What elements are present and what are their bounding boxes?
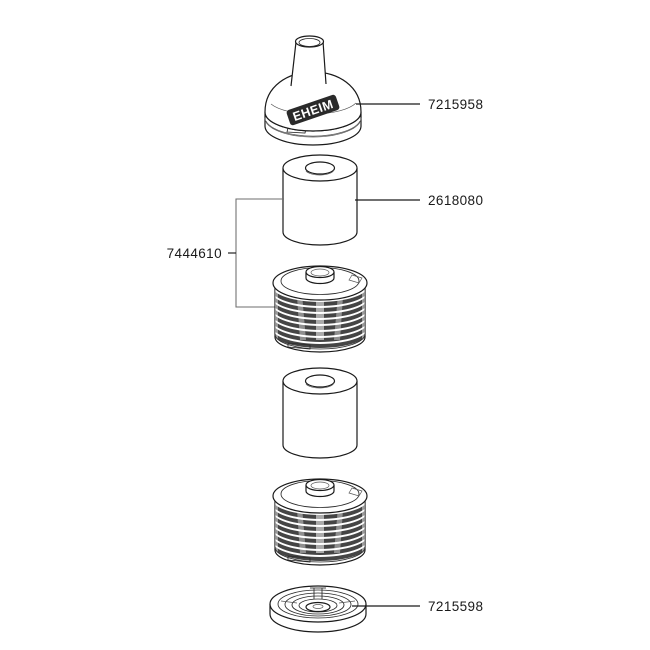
sponge-upper-center-bore bbox=[304, 161, 336, 175]
part-pump-head-cap: EHEIM bbox=[264, 35, 362, 146]
cap-tube-rim-outer bbox=[294, 35, 325, 48]
endcap-radial-rib bbox=[313, 588, 323, 599]
sponge-lower-center-bore bbox=[304, 374, 336, 388]
basket-lower-slot-bands bbox=[275, 496, 365, 561]
sponge-upper-bore-inner bbox=[305, 169, 335, 176]
cap-skirt-groove bbox=[264, 117, 362, 138]
basket-lower-hub-bore bbox=[310, 481, 330, 490]
basket-upper-slot-bands bbox=[275, 283, 365, 348]
part-base-end-cap bbox=[269, 585, 367, 633]
part-number-2618080: 2618080 bbox=[428, 193, 483, 208]
callout-7215958: 7215958 bbox=[356, 97, 483, 112]
part-number-7215958: 7215958 bbox=[428, 97, 483, 112]
basket-lower-bottom-rim bbox=[274, 546, 366, 563]
callout-7215598: 7215598 bbox=[352, 599, 483, 614]
basket-upper-lid-notch bbox=[348, 274, 363, 284]
logo-badge-plate bbox=[286, 94, 340, 126]
endcap-radial-dividers bbox=[280, 600, 356, 604]
part-number-7215598: 7215598 bbox=[428, 599, 483, 614]
endcap-slot-ring-1 bbox=[277, 589, 359, 619]
endcap-slot-ring-2 bbox=[284, 592, 352, 617]
basket-upper-hub-bore bbox=[310, 268, 330, 277]
part-filter-basket-lower bbox=[272, 478, 368, 566]
cap-skirt-groove-2 bbox=[265, 120, 361, 137]
basket-upper-bottom-rim bbox=[274, 333, 366, 350]
callout-2618080: 2618080 bbox=[355, 193, 483, 208]
endcap-center-hole bbox=[312, 604, 324, 609]
endcap-slot-ring-3 bbox=[291, 595, 345, 615]
cap-tube-bore bbox=[298, 38, 321, 47]
basket-lower-lid-notch bbox=[348, 487, 363, 497]
part-filter-basket-upper bbox=[272, 265, 368, 353]
part-number-7444610: 7444610 bbox=[167, 246, 222, 261]
part-foam-sponge-upper bbox=[282, 154, 358, 246]
part-foam-sponge-lower bbox=[282, 367, 358, 459]
basket-upper-foot-tab bbox=[287, 342, 311, 350]
sponge-lower-bore-inner bbox=[305, 382, 335, 389]
callout-7444610: 7444610 bbox=[167, 198, 284, 308]
sponge-upper-body bbox=[282, 168, 358, 246]
sponge-lower-body bbox=[282, 381, 358, 459]
endcap-center-boss bbox=[305, 601, 331, 613]
basket-lower-foot-tab bbox=[287, 555, 311, 563]
